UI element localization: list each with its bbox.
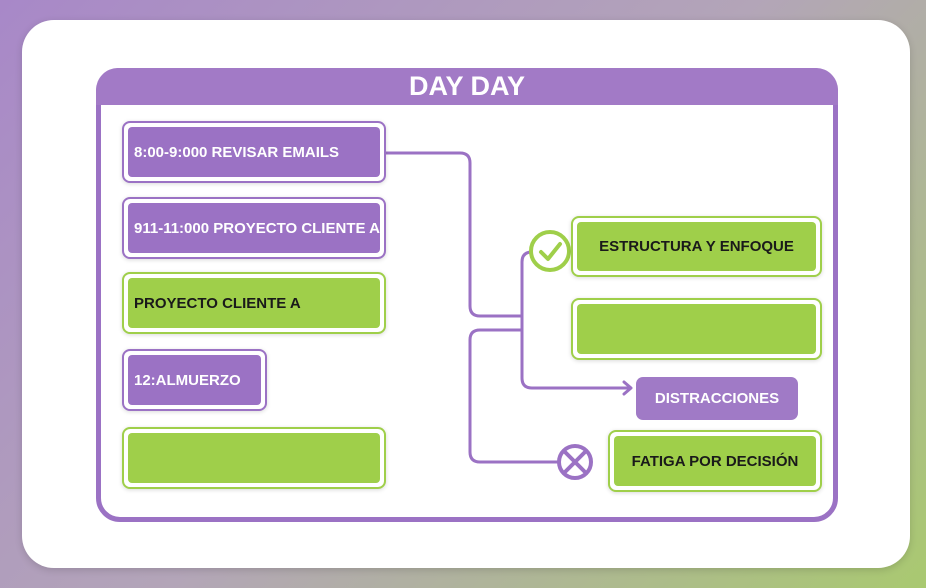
schedule-label: 12:ALMUERZO	[128, 355, 261, 405]
outcome-label	[577, 304, 816, 354]
outcome-distractions: DISTRACCIONES	[636, 377, 798, 420]
arrow-head	[622, 380, 633, 396]
schedule-item: 8:00-9:000 REVISAR EMAILS	[122, 121, 386, 183]
schedule-label: 8:00-9:000 REVISAR EMAILS	[128, 127, 380, 177]
schedule-item: PROYECTO CLIENTE A	[122, 272, 386, 334]
schedule-label	[128, 433, 380, 483]
x-circle-icon	[557, 444, 593, 480]
schedule-item	[122, 427, 386, 489]
outcome-positive: ESTRUCTURA Y ENFOQUE	[571, 216, 822, 277]
schedule-label: 911-11:000 PROYECTO CLIENTE A	[128, 203, 380, 253]
outcome-label: ESTRUCTURA Y ENFOQUE	[577, 222, 816, 271]
schedule-item: 911-11:000 PROYECTO CLIENTE A	[122, 197, 386, 259]
schedule-item: 12:ALMUERZO	[122, 349, 267, 411]
outcome-negative: FATIGA POR DECISIÓN	[608, 430, 822, 492]
connector-branch	[520, 250, 632, 390]
diagram-title: DAY DAY	[96, 68, 838, 105]
check-icon	[529, 230, 571, 272]
outcome-label: FATIGA POR DECISIÓN	[614, 436, 816, 486]
schedule-label: PROYECTO CLIENTE A	[128, 278, 380, 328]
outcome-blank	[571, 298, 822, 360]
connector-main	[384, 151, 524, 318]
connector-negative	[468, 328, 560, 464]
